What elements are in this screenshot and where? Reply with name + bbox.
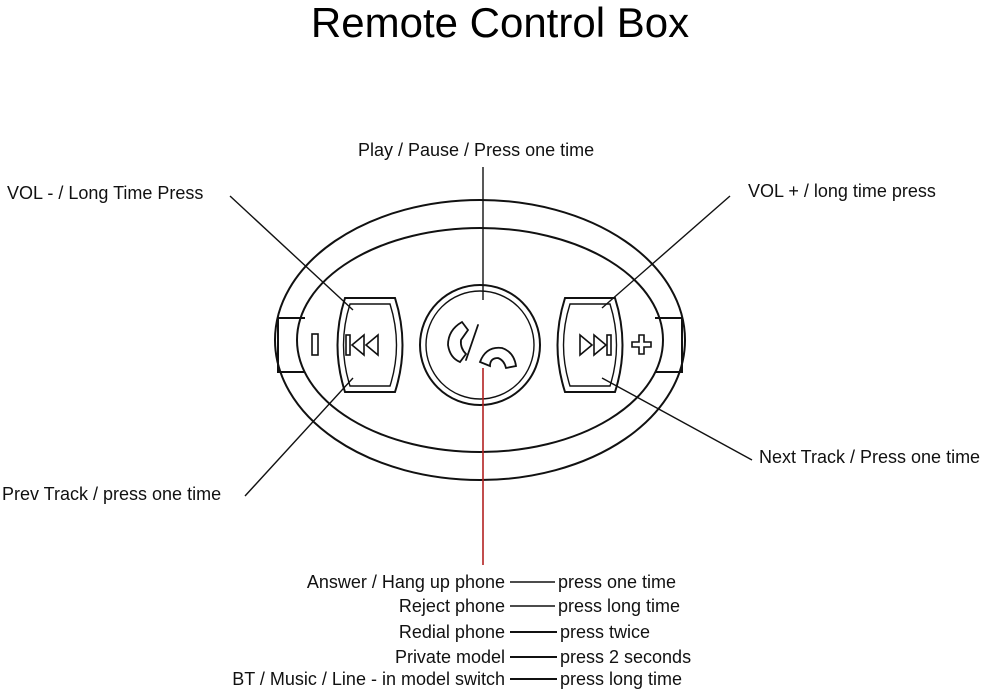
next-track-button[interactable] — [556, 297, 624, 393]
remote-inner-body — [296, 227, 664, 453]
previous-track-button[interactable] — [336, 297, 404, 393]
function-action: press 2 seconds — [560, 647, 692, 667]
function-action: press long time — [560, 669, 683, 689]
function-action: press one time — [558, 572, 677, 592]
vol-minus-leader — [229, 195, 354, 311]
phone-call-button[interactable] — [419, 284, 541, 406]
function-name: BT / Music / Line - in model switch — [232, 669, 505, 689]
function-name: Reject phone — [398, 596, 505, 616]
function-action: press twice — [560, 622, 651, 642]
previous-track-icon — [345, 333, 379, 357]
vol-plus-leader — [601, 195, 731, 309]
function-action: press long time — [558, 596, 681, 616]
vol-plus-label: VOL + / long time press — [748, 181, 936, 201]
minus-icon — [311, 333, 319, 356]
function-name: Private model — [394, 647, 505, 667]
next-track-leader — [601, 377, 753, 461]
phone-call-icon — [447, 320, 518, 370]
next-track-icon — [579, 333, 612, 357]
vol-minus-label: VOL - / Long Time Press — [7, 183, 204, 203]
function-name: Redial phone — [398, 622, 505, 642]
play-pause-label: Play / Pause / Press one time — [358, 140, 595, 160]
next-track-label: Next Track / Press one time — [759, 447, 981, 467]
prev-track-leader — [244, 377, 354, 497]
prev-track-label: Prev Track / press one time — [2, 484, 222, 504]
function-name: Answer / Hang up phone — [306, 572, 505, 592]
plus-icon — [631, 334, 652, 355]
plus-side-tab — [655, 317, 683, 373]
minus-side-tab — [277, 317, 305, 373]
remote-outer-shell — [274, 199, 686, 481]
diagram-title: Remote Control Box — [310, 0, 690, 46]
